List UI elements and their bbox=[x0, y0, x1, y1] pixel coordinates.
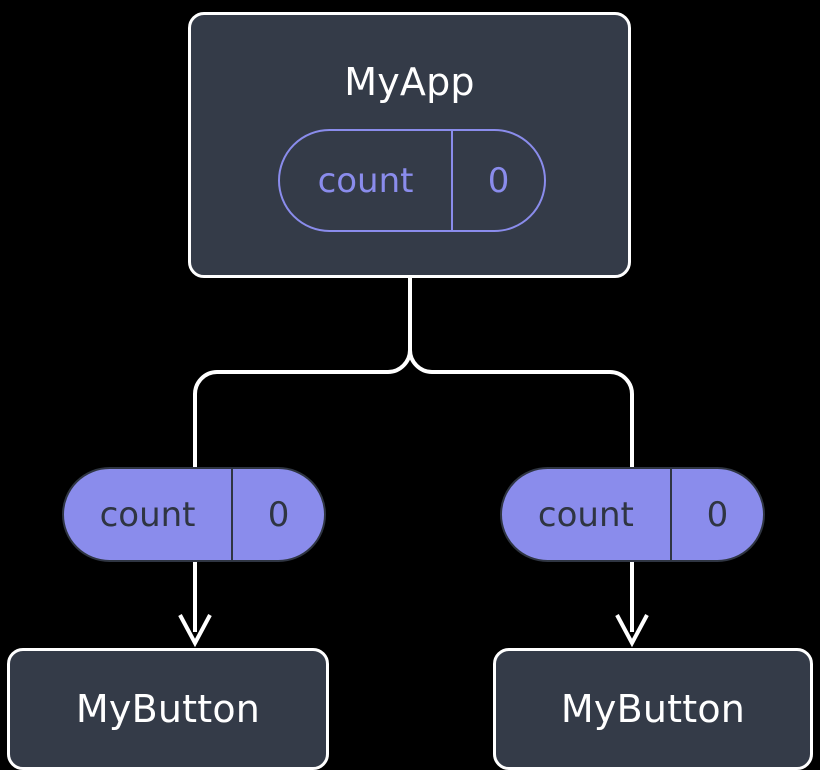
node-mybutton-left[interactable]: MyButton bbox=[7, 648, 329, 770]
node-myapp[interactable]: MyApp bbox=[188, 12, 631, 278]
connector-left-branch bbox=[193, 276, 412, 469]
node-mybutton-right-title: MyButton bbox=[560, 687, 746, 731]
state-pill-left-value: 0 bbox=[231, 469, 324, 560]
state-pill-left-key: count bbox=[99, 494, 196, 535]
state-pill-myapp-key: count bbox=[317, 160, 414, 201]
state-pill-right-key: count bbox=[537, 494, 634, 535]
state-pill-myapp[interactable]: count 0 bbox=[278, 129, 546, 232]
arrow-head-left bbox=[178, 614, 212, 648]
state-pill-right[interactable]: count 0 bbox=[500, 467, 765, 562]
arrow-head-right bbox=[615, 614, 649, 648]
node-mybutton-left-title: MyButton bbox=[75, 687, 261, 731]
node-myapp-title: MyApp bbox=[344, 60, 475, 104]
state-pill-left[interactable]: count 0 bbox=[62, 467, 326, 562]
node-mybutton-right[interactable]: MyButton bbox=[493, 648, 813, 770]
connector-right-branch bbox=[408, 276, 634, 469]
state-pill-right-value: 0 bbox=[669, 469, 763, 560]
state-pill-myapp-value: 0 bbox=[451, 131, 544, 230]
